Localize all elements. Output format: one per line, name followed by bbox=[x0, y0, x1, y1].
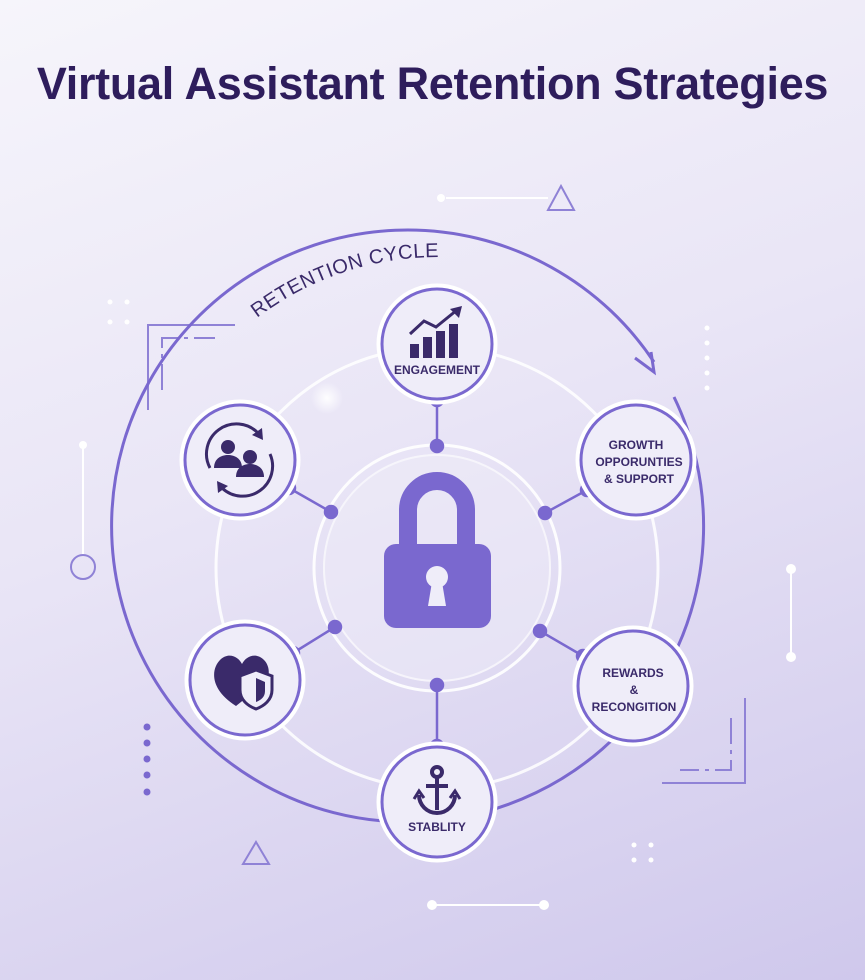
heart-shield-icon bbox=[214, 655, 274, 711]
dot-grid bbox=[107, 299, 710, 863]
decorations bbox=[70, 183, 796, 910]
node-label-rewards-line1: REWARDS bbox=[602, 666, 663, 680]
node-growth: GROWTH OPPORUNTIES & SUPPORT bbox=[575, 399, 697, 521]
node-label-rewards-line2: & bbox=[630, 683, 639, 697]
node-engagement: ENGAGEMENT bbox=[376, 283, 498, 405]
left-decor-line bbox=[70, 441, 96, 580]
top-left-bracket bbox=[147, 324, 235, 410]
node-label-rewards-line3: RECONGITION bbox=[592, 700, 677, 714]
anchor-icon bbox=[412, 765, 462, 815]
triangle-icon bbox=[241, 840, 271, 865]
strategy-nodes: ENGAGEMENT GROWTH OPPORUNTIES & SUPPORT … bbox=[179, 283, 697, 863]
node-label-stability: STABLITY bbox=[408, 820, 466, 834]
node-label-engagement: ENGAGEMENT bbox=[394, 363, 481, 377]
node-stability: STABLITY bbox=[376, 741, 498, 863]
node-rewards: REWARDS & RECONGITION bbox=[572, 625, 694, 747]
node-team bbox=[179, 399, 301, 521]
bottom-decor-line bbox=[427, 900, 549, 910]
top-decor-line bbox=[437, 183, 576, 211]
triangle-icon bbox=[546, 183, 576, 211]
padlock-icon bbox=[384, 472, 491, 628]
right-decor-line bbox=[786, 564, 796, 662]
node-label-growth-line3: & SUPPORT bbox=[604, 472, 675, 486]
node-label-growth-line2: OPPORUNTIES bbox=[595, 455, 682, 469]
people-cycle-icon bbox=[205, 422, 275, 498]
bar-chart-trend-icon bbox=[408, 306, 462, 358]
node-wellbeing bbox=[184, 619, 306, 741]
dot-column bbox=[143, 723, 151, 796]
node-label-growth-line1: GROWTH bbox=[609, 438, 664, 452]
page-title: Virtual Assistant Retention Strategies bbox=[36, 58, 829, 109]
bottom-right-bracket bbox=[662, 698, 746, 784]
